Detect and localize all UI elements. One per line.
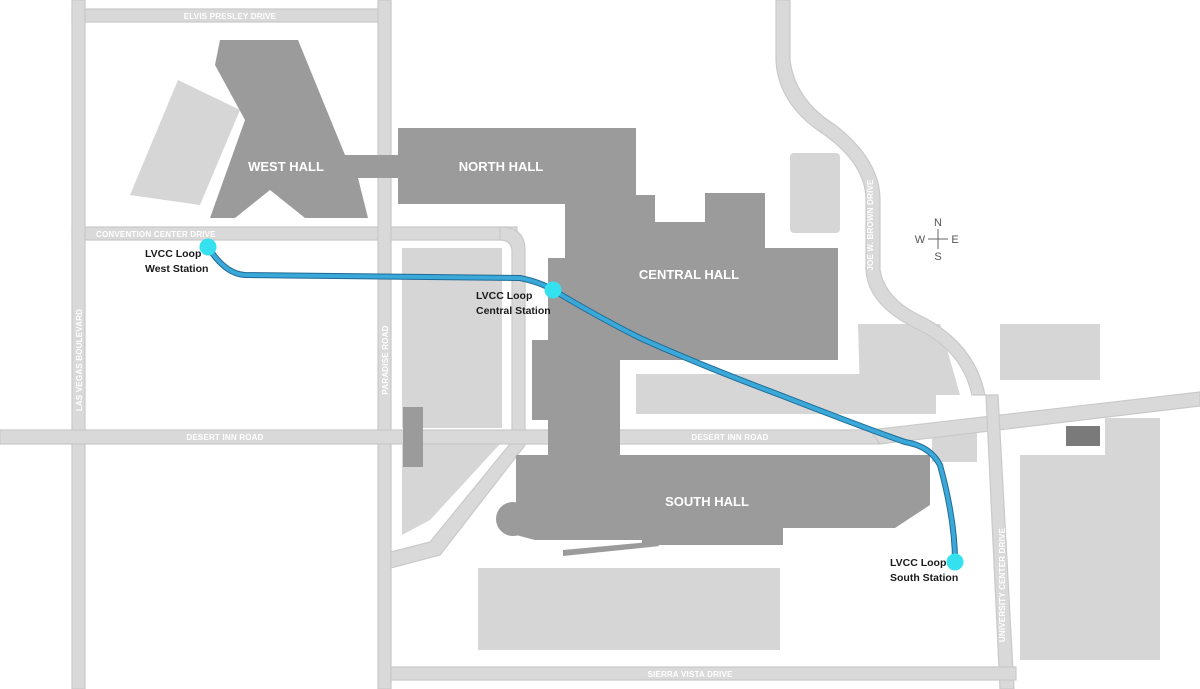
south-station-marker[interactable] — [946, 553, 964, 571]
central-station-label-2: Central Station — [476, 305, 551, 317]
central-station-label-1: LVCC Loop — [476, 290, 532, 302]
lot-far-east — [1000, 324, 1100, 380]
label-university-center: UNIVERSITY CENTER DRIVE — [998, 527, 1007, 642]
label-desert-inn-right: DESERT INN ROAD — [1032, 395, 1109, 404]
lot-south — [478, 568, 780, 650]
hall-labels: WEST HALL NORTH HALL CENTRAL HALL SOUTH … — [248, 159, 749, 509]
west-hall — [210, 40, 398, 218]
south-hall-ramp — [563, 542, 660, 556]
road-labels: ELVIS PRESLEY DRIVE CONVENTION CENTER DR… — [75, 12, 1109, 679]
north-hall — [398, 128, 636, 204]
label-sierra-vista: SIERRA VISTA DRIVE — [647, 670, 733, 679]
loop-line — [206, 245, 957, 563]
west-station-marker[interactable] — [199, 238, 217, 256]
label-south-hall: SOUTH HALL — [665, 494, 749, 509]
west-station-label-1: LVCC Loop — [145, 248, 201, 260]
south-station-label-1: LVCC Loop — [890, 557, 946, 569]
label-paradise: PARADISE ROAD — [381, 325, 390, 394]
label-convention-center: CONVENTION CENTER DRIVE — [96, 230, 216, 239]
label-central-hall: CENTRAL HALL — [639, 267, 739, 282]
label-desert-inn-left: DESERT INN ROAD — [186, 433, 263, 442]
paradise-small-building — [403, 407, 423, 467]
road-convention-loop — [499, 226, 526, 431]
label-las-vegas-blvd: LAS VEGAS BOULEVARD — [75, 309, 84, 411]
label-west-hall: WEST HALL — [248, 159, 324, 174]
compass-west: W — [915, 234, 926, 246]
compass-south: S — [934, 251, 941, 263]
label-north-hall: NORTH HALL — [459, 159, 544, 174]
road-desert-inn-east — [868, 391, 1200, 445]
central-station-marker[interactable] — [544, 281, 562, 299]
road-diagonal-paradise — [390, 443, 528, 569]
south-hall — [516, 455, 930, 545]
label-elvis-presley: ELVIS PRESLEY DRIVE — [184, 12, 277, 21]
road-joe-brown — [775, 0, 986, 396]
compass-icon: N S W E — [915, 217, 959, 263]
compass-east: E — [951, 234, 958, 246]
central-hall — [532, 193, 838, 455]
halls — [210, 40, 1100, 556]
south-hall-rounded-end — [496, 502, 530, 536]
label-desert-inn-mid: DESERT INN ROAD — [691, 433, 768, 442]
road-sierra-vista — [390, 666, 1017, 681]
lot-east-block — [1020, 418, 1160, 660]
east-small-building — [1066, 426, 1100, 446]
parking-lots — [130, 80, 1160, 660]
west-station-label-2: West Station — [145, 263, 208, 275]
lot-paradise-lower — [402, 444, 500, 535]
compass-north: N — [934, 217, 942, 229]
lot-desert-inn-east — [636, 374, 936, 414]
south-station-label-2: South Station — [890, 572, 958, 584]
road-las-vegas-blvd — [71, 0, 86, 689]
lot-north-east — [790, 153, 840, 233]
label-joe-brown: JOE W. BROWN DRIVE — [866, 179, 875, 271]
lot-west-angled — [130, 80, 240, 205]
road-university-center — [985, 394, 1015, 689]
stations: LVCC Loop West Station LVCC Loop Central… — [145, 238, 964, 584]
